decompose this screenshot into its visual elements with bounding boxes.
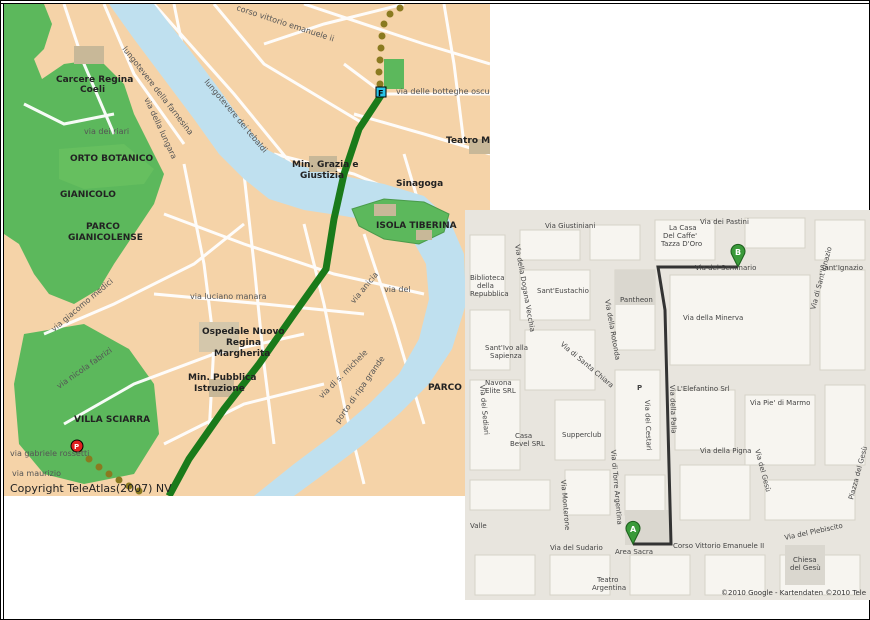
label-la-casa-caffe: La Casa Del Caffe' Tazza D'Oro <box>660 224 702 248</box>
park-top <box>384 59 404 89</box>
label-casa-bevel: Casa Bevel SRL <box>510 432 545 448</box>
route-line <box>165 92 385 496</box>
route-dots-top <box>375 4 404 88</box>
label-via-pigna: Via della Pigna <box>700 447 751 455</box>
building-istruzione <box>209 379 234 397</box>
label-via-del: via del <box>384 285 411 294</box>
label-chiesa-gesu: Chiesa del Gesù <box>790 556 821 572</box>
label-via-minerva: Via della Minerva <box>683 314 743 322</box>
label-supperclub: Supperclub <box>562 431 602 439</box>
label-via-torre-argentina: Via di Torre Argentina <box>609 449 624 525</box>
park-orto <box>59 144 154 189</box>
gesu-area <box>785 545 825 585</box>
svg-text:P: P <box>74 443 79 451</box>
label-biblioteca: Biblioteca della Repubblica <box>470 274 509 298</box>
park-villa-sciarra <box>14 324 159 484</box>
label-gianicolo: GIANICOLO <box>60 190 116 200</box>
label-sant-ignazio: Sant'Ignazio <box>820 264 863 272</box>
city-blocks <box>469 217 866 596</box>
label-min-grazia: Min. Grazia e Giustizia <box>292 160 362 181</box>
label-via-luciano-manara: via luciano manara <box>190 292 267 301</box>
park-top-left <box>4 4 34 34</box>
label-valle: Valle <box>470 522 487 530</box>
marker-b[interactable]: B <box>730 243 746 269</box>
label-isola-tiberina: ISOLA TIBERINA <box>376 221 457 231</box>
building-ministry <box>309 156 337 172</box>
label-teatro-argentina: Teatro Argentina <box>592 576 626 592</box>
label-via-sudario: Via del Sudario <box>550 544 603 552</box>
top-rule <box>0 3 870 4</box>
route-dots-bottom <box>75 445 143 495</box>
svg-text:A: A <box>630 525 637 534</box>
building-carcere <box>74 46 104 64</box>
svg-text:B: B <box>735 248 741 257</box>
left-rule <box>3 3 4 620</box>
label-elefantino: L'Elefantino Srl <box>677 385 730 393</box>
label-via-pie-marmo: Via Pie' di Marmo <box>750 399 810 407</box>
main-map-svg: F P corso vittorio emanuele ii lungoteve… <box>4 4 490 496</box>
inset-map[interactable]: A B Via Giustiniani Via del Seminario Vi… <box>465 210 870 600</box>
marker-a[interactable]: A <box>625 520 641 546</box>
svg-text:F: F <box>378 89 383 98</box>
label-ospedale: Ospedale Nuovo Regina Margherita <box>202 327 288 359</box>
inset-map-copyright: ©2010 Google - Kartendaten ©2010 Tele <box>721 589 866 597</box>
parking-icon: P <box>637 384 642 392</box>
isola-building <box>374 204 396 216</box>
pantheon-area <box>615 270 655 305</box>
inset-route <box>633 265 738 546</box>
label-area-sacra: Area Sacra <box>615 548 653 556</box>
label-via-cestari: Via dei Cestari <box>643 400 653 451</box>
main-map[interactable]: F P corso vittorio emanuele ii lungoteve… <box>4 4 490 496</box>
label-via-giustiniani: Via Giustiniani <box>545 222 595 230</box>
building-ospedale <box>199 322 239 352</box>
label-via-palla: Via della Palla <box>668 385 678 434</box>
label-via-riari: via dei riari <box>84 127 129 136</box>
label-corso-vittorio: Corso Vittorio Emanuele II <box>673 542 764 550</box>
label-via-anicia: via anicia <box>349 270 380 305</box>
label-parco-gianicolense: PARCO GIANICOLENSE <box>68 222 143 243</box>
label-parco-s: PARCO S <box>428 383 472 393</box>
label-via-maurizio: via maurizio <box>12 469 61 478</box>
label-via-plebiscito: Via del Plebiscito <box>784 522 844 542</box>
label-teatro: Teatro Ma <box>446 136 490 146</box>
label-sant-eustachio: Sant'Eustachio <box>537 287 589 295</box>
label-navona: Navona Elite SRL <box>485 379 516 395</box>
inset-map-svg: A B Via Giustiniani Via del Seminario Vi… <box>469 217 869 596</box>
isola-building-2 <box>416 230 432 240</box>
label-sinagoga: Sinagoga <box>396 179 443 189</box>
end-marker[interactable]: F <box>375 86 387 98</box>
label-villa-sciarra: VILLA SCIARRA <box>74 415 150 425</box>
label-via-botteghe: via delle botteghe oscu <box>396 87 490 96</box>
river-tevere <box>109 4 466 496</box>
label-carcere: Carcere Regina Coeli <box>56 75 136 95</box>
building-teatro <box>469 139 490 154</box>
label-via-seminario: Via del Seminario <box>695 264 756 272</box>
label-orto-botanico: ORTO BOTANICO <box>70 154 154 164</box>
label-via-rossetti: via gabriele rossetti <box>10 449 89 458</box>
main-map-copyright: Copyright TeleAtlas(2007) NV <box>10 482 172 495</box>
label-min-pubblica: Min. Pubblica Istruzione <box>188 373 260 394</box>
start-marker[interactable]: P <box>70 439 84 453</box>
label-sant-ivo: Sant'Ivo alla Sapienza <box>485 344 530 360</box>
label-via-pastini: Via dei Pastini <box>700 218 749 226</box>
label-pantheon: Pantheon <box>620 296 653 304</box>
